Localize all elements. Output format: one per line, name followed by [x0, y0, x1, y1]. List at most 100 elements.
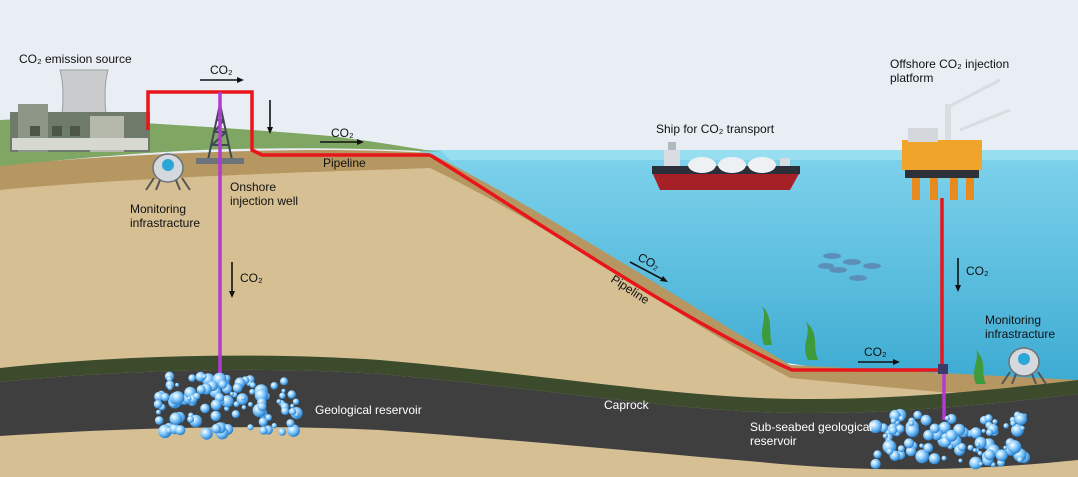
- co2-bubble: [278, 428, 287, 436]
- co2-bubble: [1014, 413, 1027, 426]
- co2-bubble: [981, 428, 986, 434]
- co2-bubble: [175, 382, 180, 387]
- co2-bubble: [167, 384, 173, 391]
- co2-bubble: [195, 371, 206, 382]
- co2-bubble: [241, 405, 247, 410]
- label-pipeline-onshore: Pipeline: [323, 156, 366, 170]
- label-co2-down-offshore: CO₂: [966, 264, 989, 278]
- co2-bubble: [193, 392, 201, 400]
- co2-bubble: [1007, 440, 1022, 454]
- label-caprock: Caprock: [604, 398, 649, 412]
- co2-bubble: [957, 443, 967, 452]
- co2-bubble: [984, 449, 995, 461]
- co2-bubble: [888, 426, 898, 435]
- co2-bubble: [218, 380, 228, 389]
- label-co2-seabed: CO₂: [864, 345, 887, 359]
- wellhead-offshore: [938, 364, 948, 374]
- co2-bubble: [1010, 420, 1016, 427]
- co2-bubble: [995, 449, 1008, 462]
- co2-bubble: [187, 415, 195, 423]
- co2-bubble: [241, 395, 246, 401]
- co2-bubble: [890, 418, 897, 424]
- co2-bubble: [1003, 423, 1009, 429]
- co2-bubble: [175, 425, 186, 436]
- co2-bubble: [249, 388, 256, 395]
- label-monitoring-onshore: Monitoring infrastracture: [130, 202, 201, 230]
- co2-bubble: [903, 438, 915, 449]
- ship: [652, 142, 800, 190]
- flow-arrows: [200, 77, 961, 365]
- co2-bubble: [156, 409, 161, 415]
- co2-bubble: [905, 445, 917, 457]
- label-onshore-injection-well: Onshore injection well: [230, 180, 299, 208]
- co2-bubble: [978, 462, 983, 466]
- co2-bubble: [200, 427, 213, 440]
- co2-bubble: [970, 427, 982, 439]
- co2-bubble: [967, 444, 974, 451]
- co2-bubble: [287, 390, 296, 399]
- co2-bubble: [257, 402, 267, 412]
- co2-bubble: [160, 392, 170, 402]
- co2-bubble: [280, 377, 288, 386]
- label-subseabed-reservoir: Sub-seabed geological reservoir: [750, 420, 873, 448]
- co2-bubble: [249, 382, 256, 389]
- label-geological-reservoir: Geological reservoir: [315, 403, 422, 417]
- co2-bubble: [258, 417, 268, 427]
- label-monitoring-offshore: Monitoring infrastracture: [985, 313, 1056, 341]
- co2-bubble: [196, 385, 206, 395]
- co2-bubble: [281, 407, 290, 415]
- co2-bubble: [929, 423, 940, 434]
- sediment-upper: [0, 150, 1078, 396]
- power-plant: [10, 69, 150, 152]
- co2-bubble: [169, 412, 183, 426]
- co2-bubble: [882, 433, 888, 439]
- co2-bubble: [944, 415, 951, 421]
- co2-bubble: [898, 415, 905, 422]
- co2-bubble: [270, 382, 278, 390]
- co2-bubble: [286, 419, 295, 428]
- co2-bubble: [1020, 425, 1025, 431]
- co2-bubble: [941, 455, 947, 461]
- co2-bubble: [200, 403, 210, 414]
- co2-bubble: [974, 436, 987, 449]
- co2-bubble: [1017, 456, 1024, 463]
- co2-bubble: [920, 414, 932, 426]
- co2-bubble: [1003, 445, 1008, 450]
- co2-bubble: [897, 445, 905, 453]
- co2-bubble: [958, 458, 963, 463]
- co2-bubble: [972, 448, 978, 453]
- offshore-platform: [902, 78, 1011, 200]
- co2-bubble: [154, 416, 164, 425]
- co2-bubble: [870, 458, 881, 469]
- monitoring-rover-onshore: [145, 153, 191, 191]
- co2-bubble: [873, 450, 882, 459]
- co2-bubble: [915, 449, 930, 464]
- co2-bubble: [292, 398, 300, 405]
- co2-bubble: [984, 414, 993, 423]
- co2-bubble: [187, 396, 192, 401]
- co2-bubble: [977, 450, 983, 456]
- co2-bubble: [975, 442, 981, 447]
- co2-bubble: [923, 443, 934, 453]
- co2-bubble: [210, 410, 221, 422]
- co2-bubble: [288, 407, 297, 416]
- arrow-slope: [629, 261, 665, 281]
- co2-bubble: [905, 424, 920, 438]
- label-co2-pipeline-onshore: CO₂: [331, 126, 354, 140]
- co2-bubble: [287, 424, 300, 437]
- co2-bubble: [259, 426, 268, 435]
- co2-bubble: [166, 376, 173, 382]
- label-offshore-platform: Offshore CO₂ injection platform: [890, 57, 1010, 85]
- co2-bubble: [171, 391, 185, 405]
- co2-bubble: [279, 392, 286, 399]
- monitoring-rover-offshore: [1001, 347, 1047, 385]
- co2-bubble: [992, 419, 998, 425]
- co2-bubble: [945, 429, 958, 442]
- co2-bubble: [886, 448, 894, 455]
- co2-bubble: [229, 391, 234, 396]
- co2-bubble: [247, 424, 254, 431]
- co2-bubble: [265, 414, 272, 421]
- pipeline-onshore: [146, 90, 430, 157]
